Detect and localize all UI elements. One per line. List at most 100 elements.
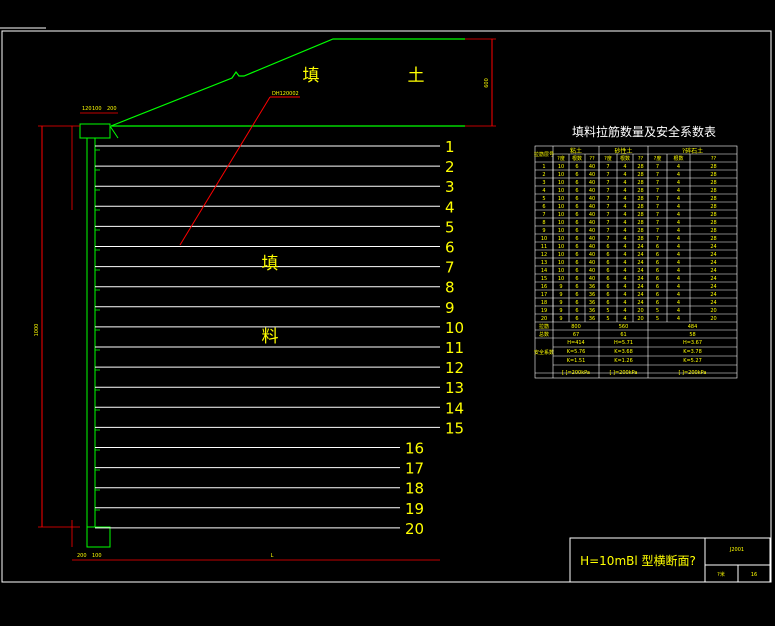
table-cell: 6 (575, 196, 578, 202)
table-cell: 28 (637, 220, 643, 226)
safety-cell: K=5.27 (683, 358, 702, 364)
table-cell: 6 (575, 284, 578, 290)
table-cell: 28 (710, 180, 716, 186)
table-cell: 10 (558, 164, 564, 170)
drawing-frame (1, 30, 772, 583)
table-cell: 24 (710, 244, 716, 250)
table-cell: 6 (575, 172, 578, 178)
table-sub-header: ?? (711, 156, 717, 162)
table-cell: 6 (575, 276, 578, 282)
table-cell: 7 (656, 196, 659, 202)
table-cell: 12 (541, 252, 547, 258)
table-cell: 6 (606, 300, 609, 306)
summary-cell: 58 (689, 332, 695, 338)
table-cell: 6 (606, 260, 609, 266)
table-cell: 28 (710, 236, 716, 242)
table-cell: 5 (656, 308, 659, 314)
table-cell: 6 (575, 220, 578, 226)
table-cell: 24 (637, 284, 643, 290)
table-cell: 9 (559, 316, 562, 322)
title-block (569, 537, 771, 583)
layer-number: 13 (445, 379, 464, 397)
table-group-header: 砂性土 (614, 147, 632, 155)
table-cell: 19 (541, 308, 547, 314)
table-cell: 40 (589, 196, 595, 202)
table-cell: 6 (606, 284, 609, 290)
summary-cell: 560 (619, 324, 629, 330)
table-cell: 10 (558, 212, 564, 218)
table-sub-header: 根数 (572, 155, 582, 162)
table-cell: 7 (656, 204, 659, 210)
summary-cell: 484 (688, 324, 698, 330)
drawing-title: H=10mBl 型横断面? (580, 553, 696, 568)
table-cell: 7 (656, 180, 659, 186)
table-cell: 6 (575, 180, 578, 186)
table-cell: 24 (710, 252, 716, 258)
layer-number: 20 (405, 520, 424, 538)
table-cell: 6 (575, 260, 578, 266)
table-cell: 10 (558, 252, 564, 258)
layer-number: 3 (445, 178, 455, 196)
table-cell: 4 (677, 188, 680, 194)
table-cell: 6 (656, 244, 659, 250)
layer-number: 18 (405, 480, 424, 498)
table-cell: 10 (558, 220, 564, 226)
table-cell: 40 (589, 220, 595, 226)
table-cell: 4 (677, 244, 680, 250)
layer-number: 6 (445, 239, 455, 257)
safety-label: 安全系数 (534, 349, 554, 356)
table-cell: 6 (606, 292, 609, 298)
table-cell: 6 (606, 252, 609, 258)
scale-value: 16 (751, 572, 757, 578)
table-cell: 28 (710, 196, 716, 202)
fill-mid-label-2: 料 (262, 327, 279, 347)
table-cell: 10 (558, 172, 564, 178)
table-cell: 4 (677, 236, 680, 242)
table-border (534, 145, 738, 379)
bottom-dim-1: 200 (77, 553, 87, 559)
table-cell: 6 (656, 284, 659, 290)
bottom-dim-2: 100 (92, 553, 102, 559)
table-cell: 10 (541, 236, 547, 242)
layer-number: 12 (445, 359, 464, 377)
table-cell: 40 (589, 236, 595, 242)
wall-cap (79, 123, 111, 139)
table-cell: 28 (637, 204, 643, 210)
table-cell: 10 (558, 260, 564, 266)
layer-number: 19 (405, 500, 424, 518)
layer-number: 5 (445, 218, 455, 236)
table-cell: 7 (656, 212, 659, 218)
table-cell: 6 (575, 308, 578, 314)
table-cell: 7 (606, 172, 609, 178)
table-cell: 4 (677, 260, 680, 266)
table-cell: 4 (677, 204, 680, 210)
table-cell: 4 (623, 260, 626, 266)
table-cell: 40 (589, 188, 595, 194)
table-cell: 6 (575, 292, 578, 298)
table-cell: 4 (677, 316, 680, 322)
top-dim-3: 200 (107, 106, 117, 112)
table-cell: 40 (589, 180, 595, 186)
table-cell: 4 (677, 172, 680, 178)
table-cell: 24 (637, 292, 643, 298)
table-sub-header: ?? (638, 156, 644, 162)
table-cell: 7 (656, 188, 659, 194)
table-cell: 40 (589, 228, 595, 234)
table-cell: 9 (559, 284, 562, 290)
table-cell: 40 (589, 252, 595, 258)
table-cell: 4 (677, 308, 680, 314)
safety-cell: K=1.26 (614, 358, 633, 364)
table-cell: 17 (541, 292, 547, 298)
bottom-cell: [ ]=200kPa (679, 370, 707, 376)
table-cell: 4 (677, 252, 680, 258)
table-cell: 4 (623, 164, 626, 170)
table-cell: 4 (623, 220, 626, 226)
fill-top-label-2: 土 (408, 66, 425, 86)
table-cell: 24 (710, 276, 716, 282)
table-cell: 36 (589, 308, 595, 314)
table-cell: 28 (637, 236, 643, 242)
table-cell: 4 (623, 180, 626, 186)
table-cell: 4 (677, 180, 680, 186)
table-cell: 6 (575, 300, 578, 306)
